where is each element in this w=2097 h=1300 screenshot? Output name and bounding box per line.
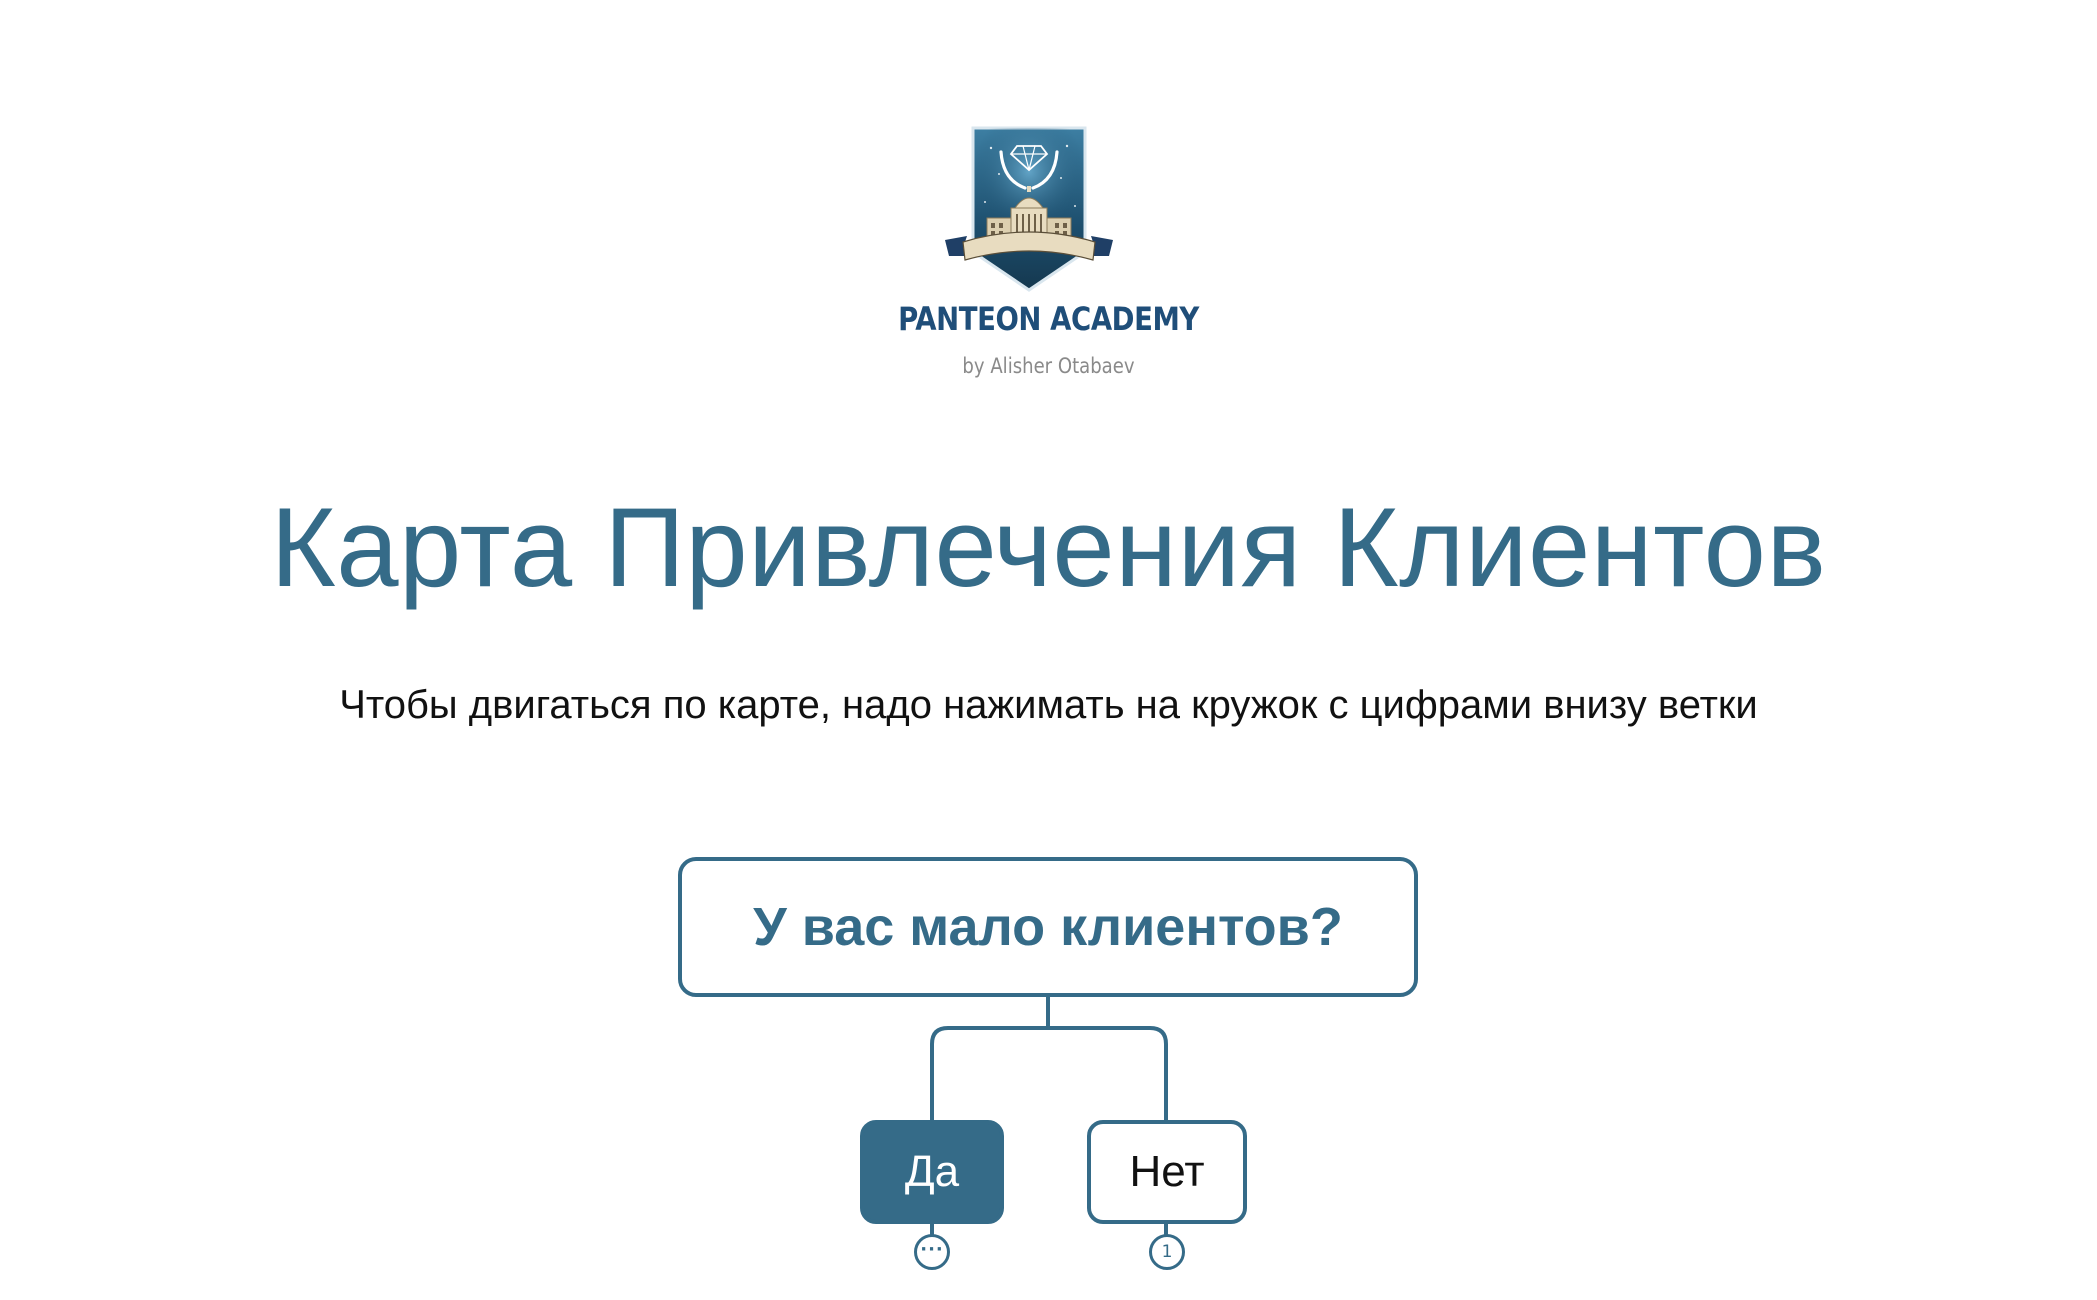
question-node: У вас мало клиентов? [678,857,1418,997]
connector-branch-no [1046,1026,1168,1122]
answer-no-button[interactable]: Нет [1087,1120,1247,1224]
academy-crest-icon [945,126,1113,292]
brand-byline: by Alisher Otabaev [962,354,1135,378]
connector-branch-yes [930,1026,1050,1122]
branch-expand-yes-button[interactable]: ··· [914,1234,950,1270]
answer-yes-button[interactable]: Да [860,1120,1004,1224]
branch-marker-yes: ··· [920,1238,944,1260]
branch-expand-no-button[interactable]: 1 [1149,1234,1185,1270]
brand-name: PANTEON ACADEMY [898,300,1199,338]
page-title: Карта Привлечения Клиентов [270,485,1827,610]
branch-marker-no: 1 [1161,1242,1173,1262]
brand-header: PANTEON ACADEMY by Alisher Otabaev [0,0,2097,400]
page-subtitle: Чтобы двигаться по карте, надо нажимать … [339,683,1758,727]
